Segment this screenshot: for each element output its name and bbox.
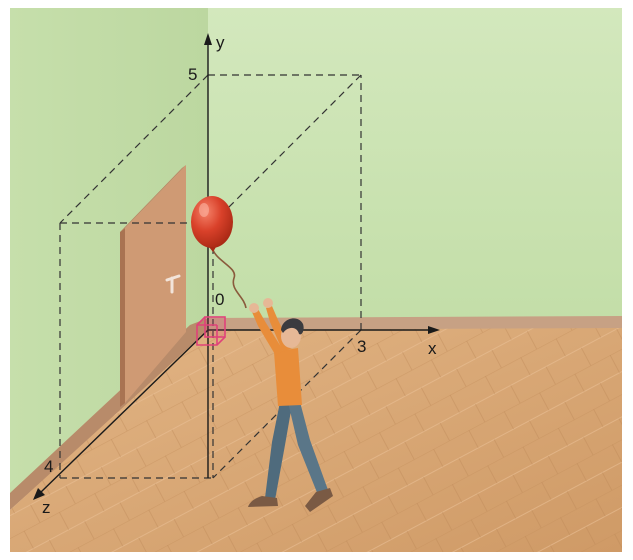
cuboid-edge-3 — [212, 74, 362, 224]
left-baseboard — [10, 318, 208, 510]
balloon-body — [191, 196, 233, 248]
axes — [33, 33, 440, 500]
y-axis-arrow — [204, 33, 212, 45]
person-left-hand — [249, 303, 259, 313]
y-tick-label: 5 — [188, 65, 197, 84]
person-torso — [274, 348, 302, 406]
door-top-frame — [120, 165, 186, 232]
door-handle — [165, 274, 181, 294]
back-wall — [208, 8, 622, 320]
origin-label: 0 — [215, 290, 224, 309]
z-axis-line — [39, 329, 209, 494]
balloon-string — [212, 249, 247, 309]
red-balloon-icon — [191, 196, 247, 309]
x-axis-arrow — [428, 326, 440, 334]
door-panel — [125, 165, 186, 403]
z-axis-arrow — [33, 488, 45, 500]
person-left-arm — [252, 309, 283, 356]
person-left-shoe — [248, 496, 278, 507]
floor-planks — [10, 328, 622, 552]
balloon-highlight — [199, 203, 209, 217]
person-right-hand — [263, 298, 273, 308]
y-axis-label: y — [216, 33, 225, 52]
origin-cube — [196, 316, 226, 346]
door — [120, 165, 186, 407]
person-face — [281, 324, 301, 348]
dashed-cuboid — [59, 74, 362, 479]
person-right-shoe — [305, 488, 333, 512]
person-hair — [281, 318, 304, 335]
x-tick-label: 3 — [357, 337, 366, 356]
person-figure-icon — [248, 298, 333, 512]
person-right-leg — [288, 402, 328, 495]
balloon-knot — [209, 247, 216, 252]
z-axis-label: z — [42, 498, 51, 517]
person-left-leg — [265, 402, 292, 500]
cuboid-edge-8 — [212, 329, 362, 479]
z-tick-label: 4 — [44, 457, 53, 476]
x-axis-label: x — [428, 339, 437, 358]
door-edge — [120, 228, 125, 407]
cuboid-edge-2 — [59, 74, 209, 224]
